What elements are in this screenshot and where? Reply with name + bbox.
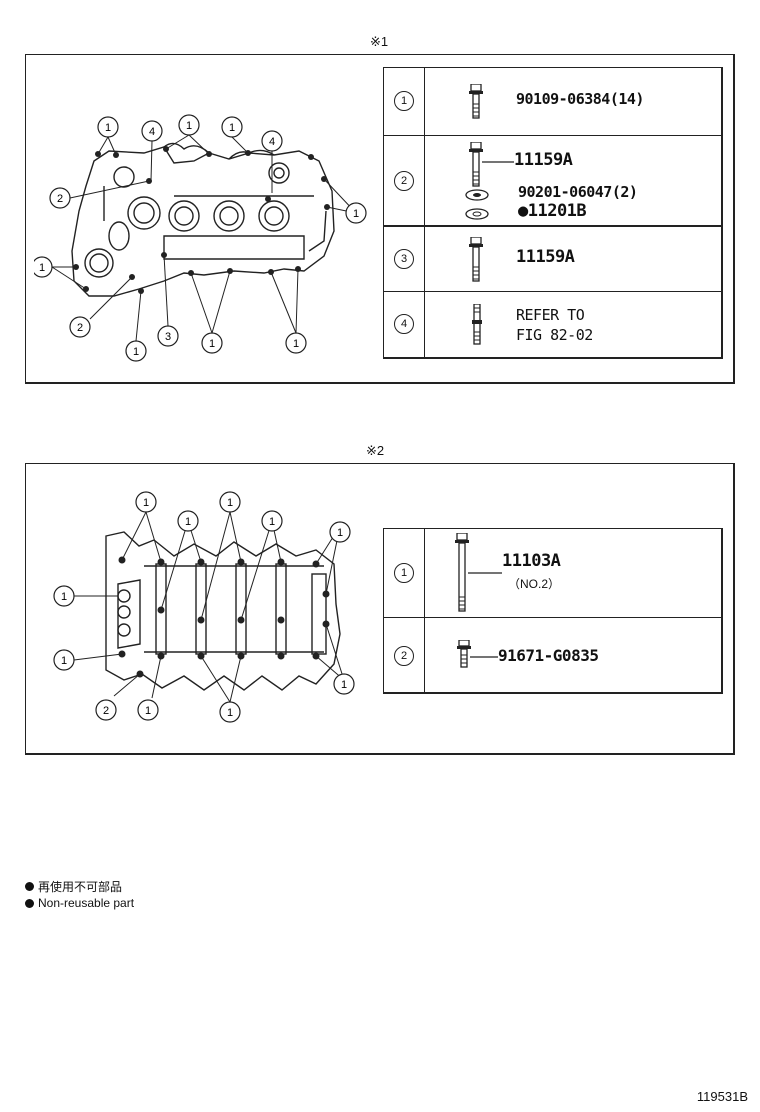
parts-table-1: 1 90109-06384(14) 2 11159A 9020 [383,67,723,359]
svg-text:1: 1 [229,122,235,134]
callout-3: 3 [157,325,179,347]
bolt-icon [469,84,483,119]
callout-1: 1 [125,340,147,362]
cylinder-block-diagram: 1 1 1 1 1 1 1 2 1 1 1 [53,491,355,723]
callout-1: 1 [34,256,53,278]
long-bolt-icon [455,533,469,612]
stud-icon [472,304,482,345]
svg-text:2: 2 [57,193,63,205]
callout-1: 1 [221,116,243,138]
short-bolt-icon [457,640,471,668]
svg-text:3: 3 [165,331,171,343]
parts-row-2: 2 11159A 90201-06047(2) ●11201B [384,135,721,226]
svg-text:4: 4 [269,136,275,148]
svg-text:1: 1 [186,120,192,132]
part-number: 11159A [516,247,575,267]
callout-1: 1 [135,491,157,513]
legend-en: Non-reusable part [25,896,134,910]
row-number: 1 [394,563,414,583]
washer-icon [465,189,489,201]
section1-frame: 1 1 1 4 4 2 1 1 2 3 1 1 1 1 90109-06384(… [25,54,735,384]
svg-text:1: 1 [293,338,299,350]
callout-1: 1 [219,701,241,723]
svg-text:1: 1 [61,655,67,667]
callout-1: 1 [219,491,241,513]
svg-text:1: 1 [227,707,233,719]
part-number: 11159A [514,150,573,170]
part-number: 90109-06384(14) [516,90,644,108]
svg-text:2: 2 [77,322,83,334]
svg-text:1: 1 [209,338,215,350]
svg-text:2: 2 [103,705,109,717]
section2-frame: 1 1 1 1 1 1 1 2 1 1 1 1 11103A （NO.2） [25,463,735,755]
svg-text:1: 1 [105,122,111,134]
row-number: 4 [394,314,414,334]
callout-1: 1 [285,332,307,354]
legend-text: 再使用不可部品 [38,880,123,894]
bullet-icon [25,882,34,891]
bolt-icon [469,237,483,282]
callout-2: 2 [95,699,117,721]
svg-text:1: 1 [227,497,233,509]
svg-text:4: 4 [149,126,155,138]
svg-text:1: 1 [341,679,347,691]
cylinder-head-cover-diagram: 1 1 1 4 4 2 1 1 2 3 1 1 1 [34,114,367,362]
parts-row-1: 1 11103A （NO.2） [384,529,721,617]
parts-row-1: 1 90109-06384(14) [384,68,721,135]
parts-row-2: 2 91671-G0835 [384,617,721,694]
svg-text:1: 1 [39,262,45,274]
row-number: 1 [394,91,414,111]
callout-2: 2 [49,187,71,209]
bolt-icon [469,142,483,187]
row-number: 3 [394,249,414,269]
callout-1: 1 [329,521,351,543]
callout-4: 4 [141,120,163,142]
callout-1: 1 [201,332,223,354]
callout-1: 1 [53,649,75,671]
callout-1: 1 [97,116,119,138]
legend-jp: 再使用不可部品 [25,878,122,895]
bullet-icon [25,898,34,908]
callout-1: 1 [345,202,367,224]
row-number: 2 [394,171,414,191]
svg-text:1: 1 [185,516,191,528]
washer-part-number: 90201-06047(2) [518,183,638,201]
legend-text: Non-reusable part [38,896,135,910]
part-number: 11103A [502,551,561,571]
svg-text:1: 1 [353,208,359,220]
callout-4: 4 [261,130,283,152]
callout-1: 1 [177,510,199,532]
svg-text:1: 1 [269,516,275,528]
part-note: （NO.2） [508,577,561,591]
svg-text:1: 1 [145,705,151,717]
svg-text:1: 1 [143,497,149,509]
gasket-icon [465,208,489,220]
svg-text:1: 1 [337,527,343,539]
gasket-part-number: ●11201B [518,201,587,221]
svg-text:1: 1 [61,591,67,603]
callout-1: 1 [333,673,355,695]
section1-mark: ※1 [370,34,389,49]
parts-table-2: 1 11103A （NO.2） 2 91671-G0835 [383,528,723,694]
svg-text:1: 1 [133,346,139,358]
illustration-code: 119531B [696,1089,748,1104]
part-number: 91671-G0835 [498,646,599,665]
callout-2: 2 [69,316,91,338]
callout-1: 1 [178,114,200,136]
callout-1: 1 [137,699,159,721]
callout-1: 1 [53,585,75,607]
callout-1: 1 [261,510,283,532]
parts-row-3: 3 11159A [384,225,721,293]
section2-mark: ※2 [366,443,385,458]
row-number: 2 [394,646,414,666]
